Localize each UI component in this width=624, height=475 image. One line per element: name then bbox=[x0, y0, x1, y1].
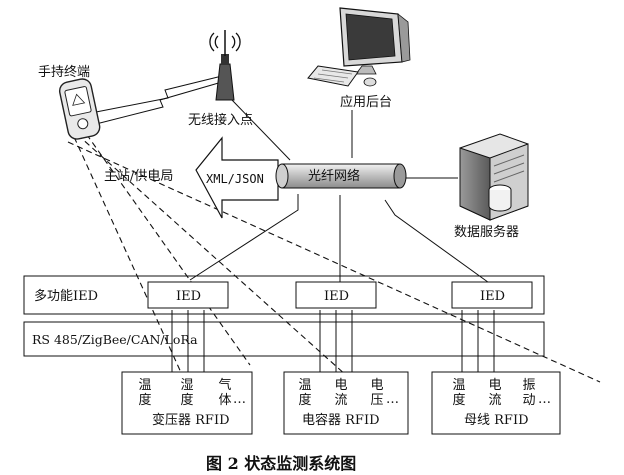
sensor-char-top: 电 bbox=[334, 378, 348, 393]
ellipsis: … bbox=[538, 392, 551, 407]
sensor-char-top: 电 bbox=[370, 378, 384, 393]
wireless-ap-icon bbox=[209, 30, 241, 101]
dashed-wireless-links bbox=[67, 117, 601, 433]
server-icon bbox=[459, 133, 529, 221]
sensor-char-top: 气 bbox=[218, 378, 232, 393]
data-server-label: 数据服务器 bbox=[454, 225, 520, 240]
sensor-char-bottom: 动 bbox=[522, 393, 536, 408]
sensor-char-top: 温 bbox=[298, 378, 312, 393]
sensor-char-top: 温 bbox=[452, 378, 466, 393]
solid-links bbox=[95, 75, 495, 372]
sensor-char-top: 温 bbox=[138, 378, 152, 393]
ellipsis: … bbox=[386, 392, 399, 407]
sensor-char-top: 湿 bbox=[180, 378, 194, 393]
ied-box-2 bbox=[295, 281, 377, 309]
sensor-char-top: 振 bbox=[522, 378, 536, 393]
group-label: 电容器 RFID bbox=[302, 413, 380, 428]
sensor-char-bottom: 度 bbox=[298, 393, 312, 408]
handheld-terminal-icon bbox=[58, 78, 101, 140]
transformer-group-box bbox=[121, 371, 253, 435]
sensor-char-bottom: 压 bbox=[370, 393, 384, 408]
figure-caption: 图 2 状态监测系统图 bbox=[206, 454, 357, 473]
bus-band-label: RS 485/ZigBee/CAN/LoRa bbox=[32, 332, 198, 347]
fiber-network-label: 光纤网络 bbox=[308, 169, 361, 184]
sensor-char-bottom: 流 bbox=[334, 393, 348, 408]
ied-box-1 bbox=[147, 281, 229, 309]
wireless-ap-label: 无线接入点 bbox=[188, 113, 254, 128]
sensor-char-bottom: 度 bbox=[180, 393, 194, 408]
ied-box-3 bbox=[451, 281, 533, 309]
handheld-label: 手持终端 bbox=[38, 65, 91, 80]
ied-band bbox=[23, 275, 545, 315]
ellipsis: … bbox=[233, 392, 246, 407]
app-backend-label: 应用后台 bbox=[340, 95, 393, 110]
fiber-network-pipe bbox=[275, 163, 407, 189]
master-station-label: 主站/供电局 bbox=[104, 169, 174, 184]
ied-box-label: IED bbox=[176, 289, 202, 304]
ied-box-label: IED bbox=[324, 289, 350, 304]
sensor-char-bottom: 度 bbox=[452, 393, 466, 408]
group-label: 变压器 RFID bbox=[152, 413, 230, 428]
wireless-zigzag bbox=[95, 75, 223, 113]
busbar-group-box bbox=[431, 371, 561, 435]
group-label: 母线 RFID bbox=[464, 413, 529, 428]
capacitor-group-box bbox=[283, 371, 409, 435]
ied-box-label: IED bbox=[480, 289, 506, 304]
sensor-char-top: 电 bbox=[488, 378, 502, 393]
sensor-char-bottom: 流 bbox=[488, 393, 502, 408]
sensor-char-bottom: 度 bbox=[138, 393, 152, 408]
sensor-char-bottom: 体 bbox=[218, 393, 232, 408]
ied-band-label: 多功能IED bbox=[34, 289, 99, 304]
bus-band bbox=[23, 321, 545, 357]
computer-icon bbox=[307, 7, 411, 87]
data-format-label: XML/JSON bbox=[206, 172, 264, 186]
